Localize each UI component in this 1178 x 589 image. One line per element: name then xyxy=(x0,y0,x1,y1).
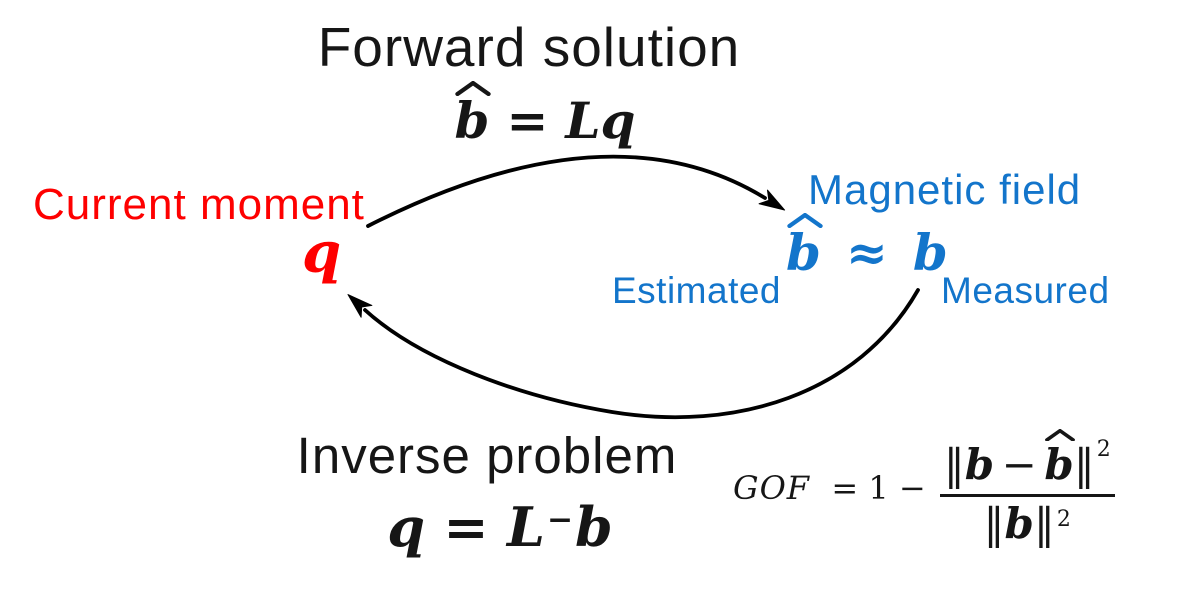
squared-sup: 2 xyxy=(1096,437,1111,462)
measured-label: Measured xyxy=(941,270,1110,311)
b-hat-symbol: b xyxy=(786,213,823,278)
current-moment-symbol: q xyxy=(302,220,342,286)
forward-solution-title: Forward solution xyxy=(317,16,741,78)
estimated-label: Estimated xyxy=(612,270,782,311)
equals-operator: = xyxy=(506,91,549,150)
current-moment-label: Current moment xyxy=(33,180,365,229)
gof-main-line: GOF = 1 − xyxy=(733,472,926,504)
measured-b-symbol: b xyxy=(912,223,948,282)
forward-equation: b=Lq xyxy=(380,81,710,146)
magnetic-field-label: Magnetic field xyxy=(808,166,1082,213)
gof-denominator: ‖b‖2 xyxy=(983,499,1071,549)
gof-numerator: ‖b− b‖2 xyxy=(940,428,1115,489)
leadfield-symbol: L xyxy=(507,495,545,559)
squared-sup: 2 xyxy=(1056,507,1071,533)
fraction-bar xyxy=(939,494,1115,498)
approx-equation: b≈b xyxy=(786,213,948,278)
forward-arrow xyxy=(366,154,786,228)
b-hat-symbol: b xyxy=(1044,428,1076,489)
equals-operator: = xyxy=(443,495,489,559)
gof-equation: GOF = 1 − ‖b− b‖2 ‖b‖2 xyxy=(733,428,1115,549)
b-symbol: b xyxy=(574,495,613,559)
gof-symbol: GOF xyxy=(733,468,810,507)
gof-equals-one-minus: = 1 − xyxy=(831,468,926,507)
inverse-arrow xyxy=(347,288,920,420)
pseudoinverse-sup: − xyxy=(546,501,574,538)
b-hat-symbol: b xyxy=(455,81,492,146)
gof-fraction: ‖b− b‖2 ‖b‖2 xyxy=(939,428,1115,549)
inverse-problem-title: Inverse problem xyxy=(296,427,678,484)
q-symbol: q xyxy=(387,495,426,559)
approx-operator: ≈ xyxy=(845,223,888,282)
inverse-equation: q=L−b xyxy=(330,500,670,554)
forward-rhs: Lq xyxy=(565,91,636,150)
